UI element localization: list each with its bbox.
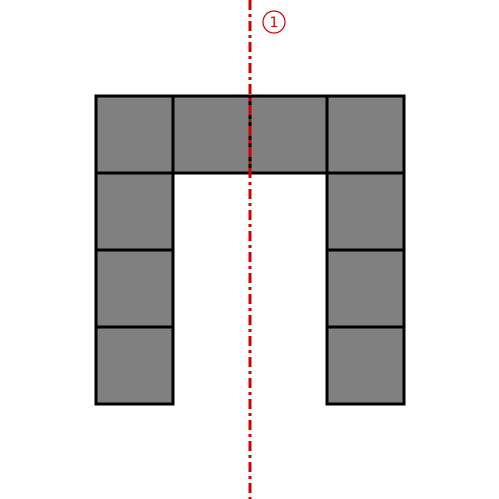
axis-label-circle [262,10,286,34]
shape-cell [94,171,175,252]
symmetry-axis: 1 [248,0,286,499]
shape-cell [325,94,406,175]
axis-label: 1 [270,15,279,31]
shape-cell [94,325,175,406]
shape-cell [325,171,406,252]
shape-cell [94,248,175,329]
shape-cell [94,94,175,175]
shape-cell [171,94,252,175]
shape-cells [94,94,406,406]
shape-cell [325,325,406,406]
shape-cell [248,94,329,175]
shape-cell [325,248,406,329]
